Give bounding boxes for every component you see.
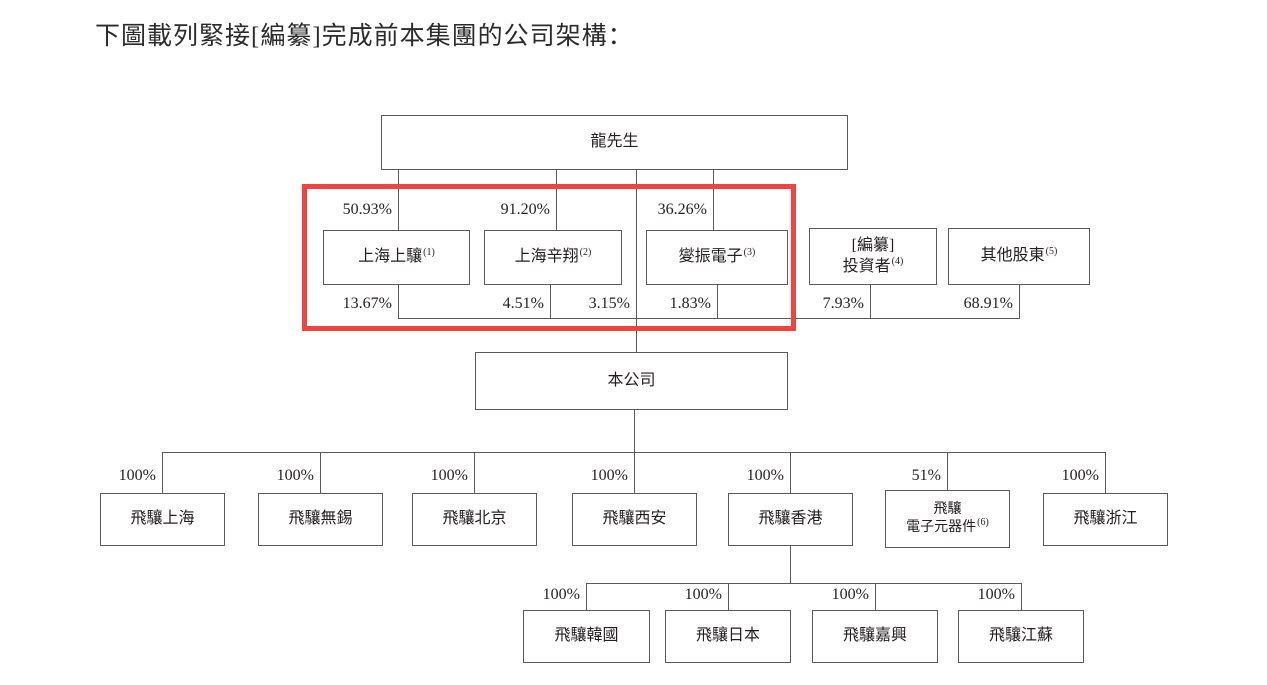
connector-stub-jiaxing [875,583,876,610]
connector-company-down [634,410,635,452]
stake-label-xiezhen-company: 1.83% [669,295,711,312]
connector-bar-subsidiaries [162,452,1105,453]
org-box-feixiang-xian: 飛驤西安 [572,493,697,546]
org-box-label: 上海上驤(1) [358,246,435,266]
connector-stub-beijing [474,452,475,493]
org-box-label: 其他股東(5) [980,245,1058,265]
connector-stub-hongkong [790,452,791,493]
stake-label-xinxiang-company: 4.51% [502,295,544,312]
stake-label-root-xinxiang: 91.20% [500,201,550,218]
footnote-marker: (6) [977,517,989,529]
org-box-feixiang-korea: 飛驤韓國 [523,610,650,663]
org-box-label: 飛驤浙江 [1073,510,1138,528]
org-box-label: 飛驤西安 [602,510,667,528]
org-box-feixiang-zhejiang: 飛驤浙江 [1043,493,1168,546]
footnote-marker: (1) [423,246,435,258]
connector-crossbar-shareholders [398,318,1020,319]
org-box-label: 飛驤香港 [758,510,823,528]
connector-bar-hk-subsidiaries [586,583,1021,584]
connector-stub-wuxi [320,452,321,493]
org-box-label-line1: [編纂] [851,236,895,254]
org-box-label: 飛驤北京 [442,510,507,528]
connector-stub-components [947,452,948,493]
stake-label-jiaxing: 100% [831,586,869,603]
org-box-label: 夑振電子(3) [678,246,756,266]
footnote-marker: (2) [579,246,592,258]
connector-stub-zhejiang [1105,452,1106,493]
connector-root-xinxiang [556,170,557,230]
stake-label-shanghai: 100% [118,467,156,484]
stake-label-zhejiang: 100% [1061,467,1099,484]
stake-label-xian: 100% [590,467,628,484]
stake-label-hongkong: 100% [746,467,784,484]
connector-stub-jiangsu [1021,583,1022,610]
org-box-label: 本公司 [607,371,656,389]
org-box-label: 飛驤江蘇 [988,627,1053,645]
org-box-feixiang-electronic-components: 飛驤 電子元器件(6) [885,490,1010,548]
org-box-label-line2: 電子元器件(6) [906,517,989,535]
stake-label-investors-company: 7.93% [822,295,864,312]
org-box-the-company: 本公司 [475,352,788,410]
org-box-label: 龍先生 [590,133,639,151]
connector-xiezhen-company [717,285,718,318]
org-box-editing-investors: [編纂] 投資者(4) [809,228,937,285]
connector-shangxiang-company [398,285,399,318]
stake-label-root-direct: 3.15% [588,295,630,312]
stake-label-japan: 100% [684,586,722,603]
footnote-marker: (3) [743,246,756,258]
stake-label-korea: 100% [542,586,580,603]
org-box-label: 上海辛翔(2) [514,246,592,266]
org-box-label-line1: 飛驤 [933,501,962,517]
stake-label-wuxi: 100% [276,467,314,484]
connector-stub-xian [634,452,635,493]
org-box-feixiang-shanghai: 飛驤上海 [100,493,225,546]
org-box-feixiang-hongkong: 飛驤香港 [728,493,853,546]
org-box-feixiang-japan: 飛驤日本 [665,610,791,663]
connector-xinxiang-company [550,285,551,318]
footnote-marker: (5) [1045,245,1058,257]
stake-label-root-xiezhen: 36.26% [657,201,707,218]
org-box-feixiang-beijing: 飛驤北京 [412,493,537,546]
org-box-shanghai-shangxiang: 上海上驤(1) [323,230,470,285]
stake-label-others-company: 68.91% [963,295,1013,312]
footnote-marker: (4) [891,256,904,268]
org-box-feixiang-wuxi: 飛驤無錫 [258,493,383,546]
org-box-label: 飛驤韓國 [554,627,619,645]
connector-stub-shanghai [162,452,163,493]
connector-root-shangxiang [398,170,399,230]
org-box-other-shareholders: 其他股東(5) [948,228,1090,285]
org-box-feixiang-jiangsu: 飛驤江蘇 [958,610,1084,663]
stake-label-beijing: 100% [430,467,468,484]
org-box-mr-long: 龍先生 [381,115,848,170]
org-box-label: 飛驤日本 [695,627,760,645]
connector-stub-korea [586,583,587,610]
connector-investors-company [870,285,871,318]
org-box-label: 飛驤上海 [130,510,195,528]
org-box-label: 飛驤嘉興 [842,627,907,645]
connector-others-company [1019,285,1020,318]
org-box-label-line2: 投資者(4) [842,256,904,275]
highlight-rectangle [302,184,796,331]
stake-label-root-shangxiang: 50.93% [342,201,392,218]
org-box-feixiang-jiaxing: 飛驤嘉興 [812,610,938,663]
stake-label-shangxiang-company: 13.67% [342,295,392,312]
connector-root-company-direct [636,170,637,352]
stake-label-jiangsu: 100% [977,586,1015,603]
stake-label-components: 51% [911,467,941,484]
org-box-label: 飛驤無錫 [288,510,353,528]
diagram-title: 下圖載列緊接[編纂]完成前本集團的公司架構： [95,23,634,50]
connector-stub-japan [728,583,729,610]
connector-hongkong-down [790,546,791,583]
org-box-shanghai-xinxiang: 上海辛翔(2) [484,230,622,285]
connector-root-xiezhen [713,170,714,230]
org-box-xiezhen-electronics: 夑振電子(3) [646,230,788,285]
